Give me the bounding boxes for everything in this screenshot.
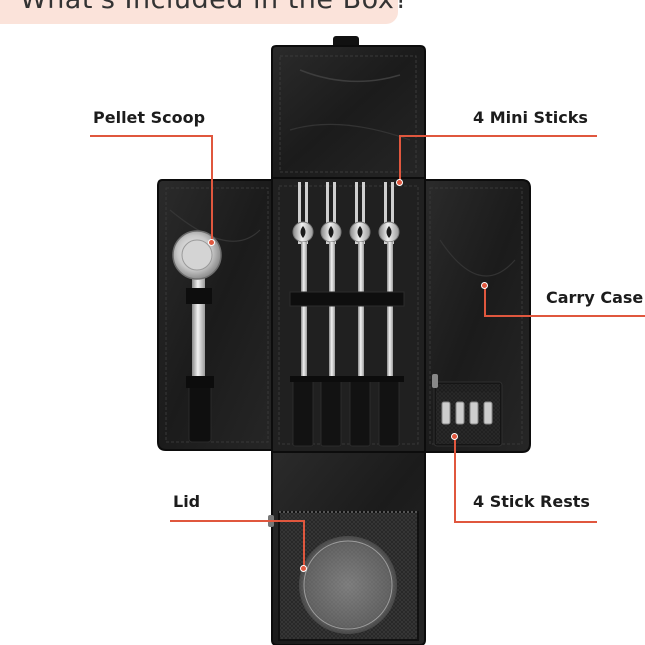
callout-stick-rests-leader	[454, 437, 456, 523]
callout-stick-rests-line	[454, 521, 597, 523]
callout-carry-case-label: Carry Case	[546, 288, 644, 307]
callout-carry-case-leader	[484, 286, 486, 317]
callout-pellet-scoop-label: Pellet Scoop	[93, 108, 206, 127]
callout-mini-sticks-label: 4 Mini Sticks	[473, 108, 588, 127]
callout-mini-sticks-leader	[399, 135, 401, 182]
callout-stick-rests-label: 4 Stick Rests	[473, 492, 590, 511]
case-left-panel	[157, 179, 273, 451]
callout-lid-label: Lid	[173, 492, 201, 511]
callout-mini-sticks-dot	[396, 179, 403, 186]
callout-mini-sticks-line	[399, 135, 597, 137]
callout-stick-rests-dot	[451, 433, 458, 440]
callout-carry-case-line	[484, 315, 645, 317]
mini-sticks	[289, 182, 405, 447]
callout-pellet-scoop-dot	[208, 239, 215, 246]
case-bottom-flap	[268, 451, 426, 645]
callout-lid-leader	[303, 520, 305, 568]
page-title: What's Included in the Box?	[20, 0, 409, 15]
callout-pellet-scoop-leader	[211, 135, 213, 242]
callout-lid-line	[170, 520, 305, 522]
callout-lid-dot	[300, 565, 307, 572]
title-banner	[0, 0, 398, 24]
case-top-flap	[271, 36, 426, 179]
pellet-scoop	[172, 230, 222, 443]
stick-rests-pouch	[432, 374, 503, 447]
callout-pellet-scoop-line	[90, 135, 213, 137]
callout-carry-case-dot	[481, 282, 488, 289]
